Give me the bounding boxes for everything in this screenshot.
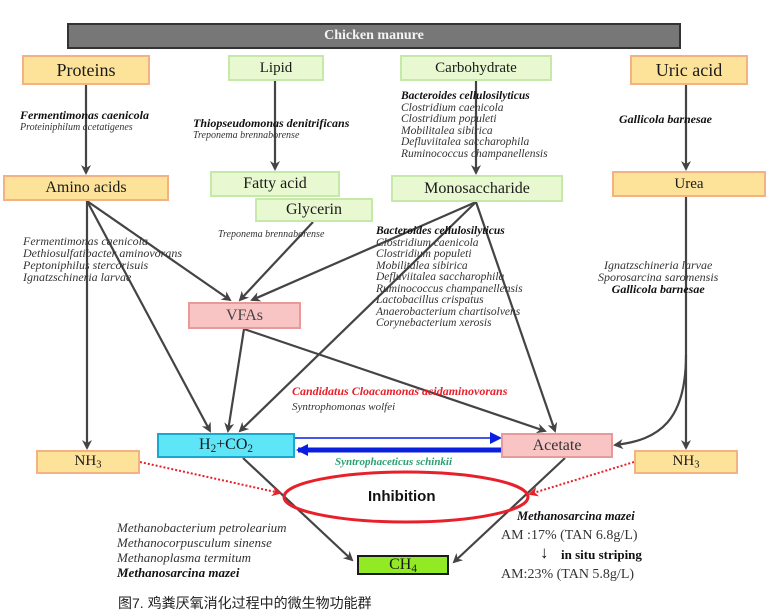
arrow-vfas-to-acetate — [243, 327, 547, 434]
node-carbohydrate: Carbohydrate — [400, 55, 552, 81]
node-proteins: Proteins — [22, 55, 150, 85]
arrow-mono-to-vfas — [250, 200, 477, 302]
node-uric-acid: Uric acid — [630, 55, 748, 85]
h2co2-text: H2+CO2 — [199, 436, 253, 455]
microbes-urea: Ignatzschineria larvae Sporosarcina saro… — [598, 258, 719, 296]
ch4-text: CH4 — [389, 555, 417, 575]
arrow-nh3-right-inhibits — [528, 461, 635, 497]
figure-caption: 图7. 鸡粪厌氧消化过程中的微生物功能群 — [118, 595, 372, 611]
node-urea: Urea — [612, 171, 766, 197]
node-h2-co2: H2+CO2 — [157, 433, 295, 458]
microbes-proteins-to-amino: Fermentimonas caenicola Proteiniphilum a… — [20, 108, 149, 133]
arrow-amino-to-vfas — [86, 200, 232, 302]
arrow-mono-to-acetate — [474, 201, 558, 433]
node-amino-acids: Amino acids — [3, 175, 169, 201]
stripping-after: AM:23% (TAN 5.8g/L) — [501, 567, 635, 582]
node-ch4: CH4 — [357, 555, 449, 575]
stripping-arrow: ↓ — [540, 543, 549, 562]
arrow-nh3-left-inhibits — [139, 461, 282, 497]
node-vfas: VFAs — [188, 302, 301, 329]
node-monosaccharide: Monosaccharide — [391, 175, 563, 202]
node-nh3-right: NH3 — [634, 450, 738, 474]
microbes-carb-to-mono: Bacteroides cellulosilyticus Clostridium… — [401, 90, 548, 160]
microbes-hydrogenotrophic: Methanobacterium petrolearium Methanocor… — [117, 520, 287, 580]
node-nh3-left: NH3 — [36, 450, 140, 474]
microbes-uric-to-urea: Gallicola barnesae — [619, 112, 712, 126]
stripping-label: in situ striping — [561, 547, 642, 562]
arrow-mono-to-h2co2 — [238, 201, 477, 433]
node-fatty-acid: Fatty acid — [210, 171, 340, 197]
arrow-amino-to-h2co2 — [86, 200, 211, 433]
microbes-lipid-to-fatty: Thiopseudomonas denitrificans Treponema … — [193, 116, 350, 141]
microbes-syntrophic-acetate: Syntrophaceticus schinkii — [335, 456, 453, 468]
nh3-right-text: NH3 — [672, 453, 700, 471]
microbes-acetoclastic: Methanosarcina mazei — [517, 509, 635, 523]
stripping-before: AM :17% (TAN 6.8g/L) — [501, 528, 638, 543]
inhibition-ellipse — [282, 470, 530, 524]
arrow-glycerin-to-vfas — [238, 221, 314, 302]
microbes-monosaccharide: Bacteroides cellulosilyticus Clostridium… — [376, 225, 523, 329]
microbes-vfa-syntrophs: Candidatus Cloacamonas acidaminovorans S… — [292, 384, 508, 413]
microbes-glycerin: Treponema brennaborense — [218, 229, 325, 240]
node-acetate: Acetate — [501, 433, 613, 458]
node-lipid: Lipid — [228, 55, 324, 81]
microbes-amino-acids: Fermentimonas caenicola Dethiosulfatibac… — [23, 234, 182, 284]
nh3-left-text: NH3 — [74, 453, 102, 471]
chicken-manure-header: Chicken manure — [67, 23, 681, 49]
arrow-urea-to-acetate — [613, 354, 688, 450]
arrow-vfas-to-h2co2 — [224, 328, 246, 433]
node-glycerin: Glycerin — [255, 198, 373, 222]
inhibition-label: Inhibition — [368, 488, 436, 505]
